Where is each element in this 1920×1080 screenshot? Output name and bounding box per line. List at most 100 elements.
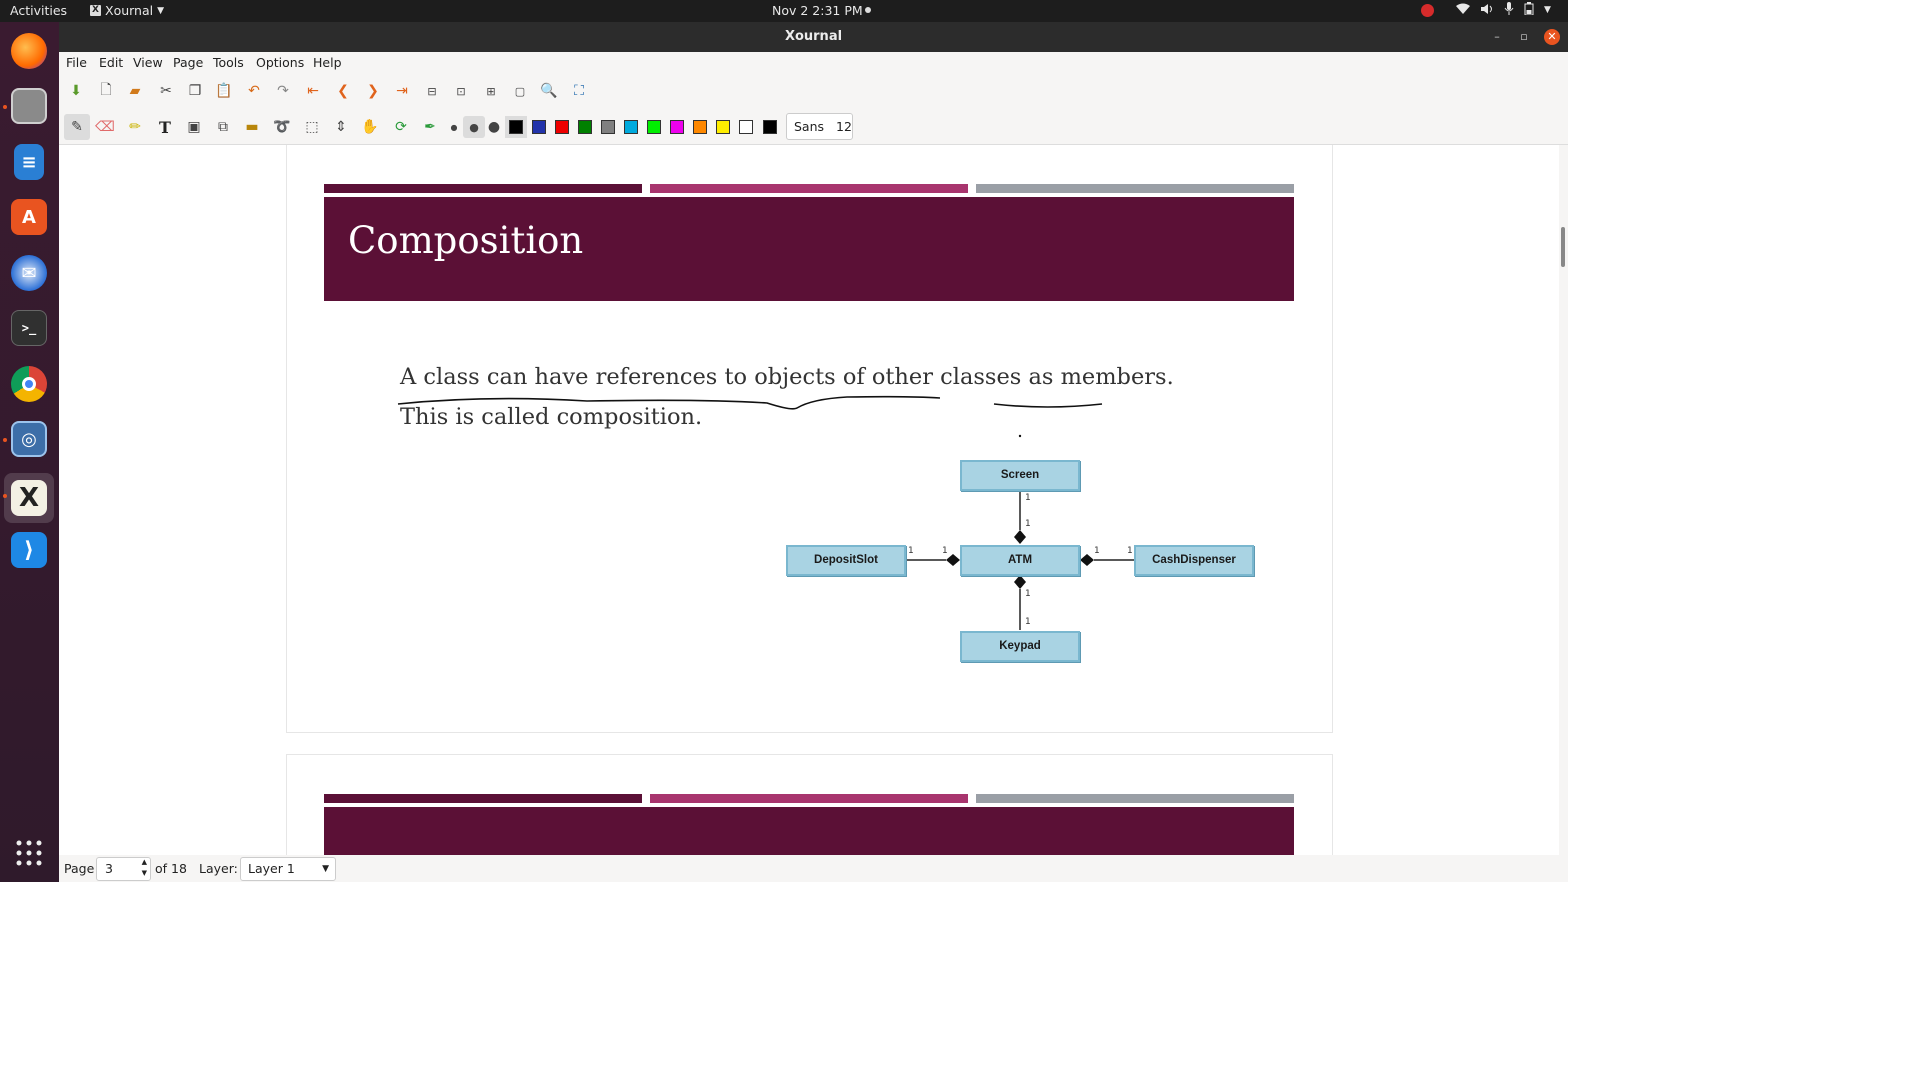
cut-button[interactable]: ✂ (155, 80, 177, 102)
minimize-button[interactable]: – (1494, 30, 1500, 43)
spinner-arrows-icon[interactable]: ▲▼ (141, 858, 147, 877)
zoom-normal-button[interactable]: ▢ (509, 80, 531, 102)
text-tool-button[interactable]: T (154, 116, 176, 138)
pen-tool-button[interactable]: ✎ (64, 114, 90, 140)
eraser-tool-button[interactable]: ⌫ (94, 116, 116, 138)
show-apps-button[interactable] (8, 832, 50, 874)
highlighter-tool-button[interactable]: ✏ (124, 116, 146, 138)
vertical-scrollbar[interactable] (1559, 145, 1568, 855)
fullscreen-button[interactable]: ⛶ (568, 80, 590, 102)
color-lightblue-swatch[interactable] (624, 120, 638, 134)
menu-tools[interactable]: Tools (213, 55, 244, 70)
highlighter-icon: ✏ (129, 119, 141, 135)
vscode-icon: ⟩ (11, 532, 47, 568)
chrome-launcher[interactable] (8, 363, 50, 405)
body-line-2: This is called composition. (400, 404, 703, 430)
activities-button[interactable]: Activities (10, 3, 68, 18)
color-magenta-swatch[interactable] (670, 120, 684, 134)
close-button[interactable]: ✕ (1544, 29, 1560, 45)
next-page-button[interactable]: ❯ (362, 80, 384, 102)
lasso-select-button[interactable]: ➰ (271, 116, 293, 138)
color-custom-swatch[interactable] (763, 120, 777, 134)
zoom-fit-button[interactable]: ⊡ (450, 80, 472, 102)
screenshot-launcher[interactable]: ◎ (8, 418, 50, 460)
redo-button[interactable]: ↷ (272, 80, 294, 102)
hand-tool-button[interactable]: ✋ (359, 116, 381, 138)
menu-edit[interactable]: Edit (99, 55, 124, 70)
page-number-spinner[interactable]: 3 ▲▼ (96, 857, 151, 881)
page-4[interactable] (287, 755, 1332, 855)
xournal-launcher[interactable]: X (4, 473, 54, 523)
ruler-button[interactable]: ▬ (241, 116, 263, 138)
default-pen-button[interactable]: ✒ (419, 116, 441, 138)
color-blue-swatch[interactable] (532, 120, 546, 134)
window-titlebar[interactable]: Xournal – ▫ ✕ (59, 22, 1568, 52)
last-page-icon: ⇥ (396, 83, 408, 99)
redo-icon: ↷ (277, 83, 289, 99)
header-stripe-1 (324, 794, 642, 803)
vscode-launcher[interactable]: ⟩ (8, 529, 50, 571)
ink-annotations[interactable] (287, 145, 1332, 732)
app-menu[interactable]: X Xournal ▼ (90, 3, 164, 18)
menu-view[interactable]: View (133, 55, 163, 70)
save-button[interactable]: ⬇ (65, 80, 87, 102)
thickness-medium-button[interactable]: ● (463, 116, 485, 138)
menu-options[interactable]: Options (256, 55, 305, 70)
zoom-set-button[interactable]: 🔍 (538, 80, 560, 102)
open-button[interactable]: ▰ (124, 80, 146, 102)
multiplicity-label: 1 (1094, 546, 1100, 556)
last-page-button[interactable]: ⇥ (391, 80, 413, 102)
font-selector[interactable]: Sans 12 (786, 113, 853, 140)
default-tool-button[interactable]: ⟳ (390, 116, 412, 138)
copy-button[interactable]: ❐ (184, 80, 206, 102)
color-red-swatch[interactable] (555, 120, 569, 134)
menu-help[interactable]: Help (313, 55, 342, 70)
color-yellow-swatch[interactable] (716, 120, 730, 134)
system-tray[interactable]: ▼ (1456, 2, 1551, 18)
prev-page-button[interactable]: ❮ (332, 80, 354, 102)
page-3[interactable]: Composition A class can have references … (287, 145, 1332, 732)
dock: ≡ A ✉ >_ ◎ X ⟩ (0, 22, 59, 882)
new-button[interactable]: 🗋 (95, 80, 117, 102)
thunderbird-launcher[interactable]: ✉ (8, 252, 50, 294)
image-tool-button[interactable]: ▣ (183, 116, 205, 138)
paste-button[interactable]: 📋 (213, 80, 235, 102)
color-lightgreen-swatch[interactable] (647, 120, 661, 134)
files-launcher[interactable] (8, 85, 50, 127)
color-gray-swatch[interactable] (601, 120, 615, 134)
color-green-swatch[interactable] (578, 120, 592, 134)
main-toolbar: ⬇ 🗋 ▰ ✂ ❐ 📋 ↶ ↷ ⇤ ❮ ❯ ⇥ ⊟ ⊡ ⊞ ▢ 🔍 ⛶ (59, 73, 1568, 109)
writer-launcher[interactable]: ≡ (8, 141, 50, 183)
color-orange-swatch[interactable] (693, 120, 707, 134)
image-icon: ▣ (187, 119, 201, 135)
vertical-space-button[interactable]: ⇕ (330, 116, 352, 138)
undo-button[interactable]: ↶ (243, 80, 265, 102)
menu-file[interactable]: File (66, 55, 87, 70)
shape-recognizer-button[interactable]: ⧉ (212, 116, 234, 138)
software-launcher[interactable]: A (8, 196, 50, 238)
font-size: 12 (836, 119, 852, 134)
title-block (324, 807, 1294, 855)
color-white-swatch[interactable] (739, 120, 753, 134)
menu-page[interactable]: Page (173, 55, 204, 70)
document-canvas[interactable]: Composition A class can have references … (59, 145, 1559, 855)
clock[interactable]: Nov 2 2:31 PM (772, 3, 863, 18)
recording-indicator-icon[interactable] (1421, 4, 1434, 17)
multiplicity-label: 1 (1025, 493, 1031, 503)
rect-select-button[interactable]: ⬚ (301, 116, 323, 138)
maximize-button[interactable]: ▫ (1520, 30, 1528, 43)
scrollbar-thumb[interactable] (1561, 227, 1565, 267)
color-black-swatch[interactable] (505, 116, 527, 138)
firefox-launcher[interactable] (8, 30, 50, 72)
pen-default-icon: ✒ (424, 119, 436, 135)
thickness-thick-button[interactable]: ● (483, 116, 505, 138)
zoom-in-button[interactable]: ⊞ (480, 80, 502, 102)
zoom-out-button[interactable]: ⊟ (421, 80, 443, 102)
text-tool-icon: T (159, 117, 171, 137)
thickness-fine-button[interactable]: ● (443, 116, 465, 138)
layer-select[interactable]: Layer 1 ▼ (240, 857, 336, 881)
page-number-value: 3 (105, 861, 113, 876)
first-page-button[interactable]: ⇤ (302, 80, 324, 102)
header-stripe-3 (976, 794, 1294, 803)
terminal-launcher[interactable]: >_ (8, 307, 50, 349)
